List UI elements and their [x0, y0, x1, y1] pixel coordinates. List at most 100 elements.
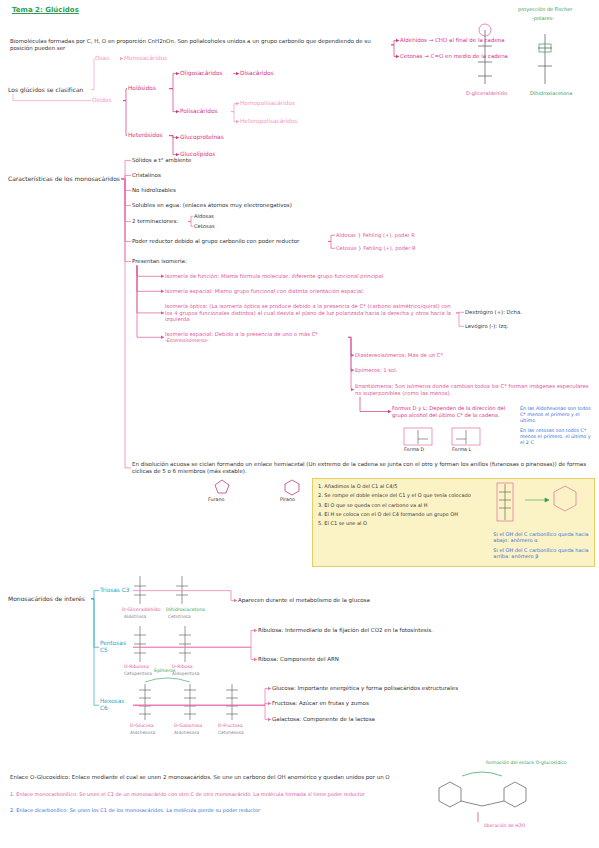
concept-node: Heterósidos	[128, 132, 168, 139]
concept-node: Homopolisacáridos	[240, 100, 310, 107]
node-text: Glucoproteínas	[180, 134, 238, 141]
connector-line	[137, 265, 164, 291]
note-label: Dihidroxiacetona	[166, 607, 212, 613]
connector-line	[328, 235, 335, 241]
sketch-stroke	[418, 439, 428, 440]
connector-line	[121, 179, 131, 191]
concept-node: Ribosa: Componente del ARN	[258, 656, 458, 663]
note-label: Aldohexosa	[174, 730, 214, 736]
connector	[391, 45, 399, 58]
concept-node: Isomería óptica: (La isomería óptica se …	[165, 303, 455, 323]
sketch-stroke	[452, 428, 480, 445]
connector	[121, 179, 131, 468]
node-text: Isomería espacial: Mismo grupo funcional…	[165, 288, 465, 295]
anomer-column: Si el OH del C carbonílico queda hacia a…	[493, 483, 589, 562]
note-label: Furano	[208, 497, 238, 503]
note-label: proyección de Fischer	[518, 6, 598, 12]
connector-line	[133, 688, 271, 705]
concept-node: Poder reductor debido al grupo carbonilo…	[132, 238, 327, 245]
node-text: Ribulosa: Intermediario de la fijación d…	[258, 627, 508, 634]
arrow-head	[254, 658, 257, 661]
connector	[91, 591, 99, 599]
note-label: D-Glucosa	[130, 723, 170, 729]
note-label: Aldohexosa	[130, 730, 170, 736]
connector-line	[133, 630, 257, 647]
arrow-head	[234, 599, 237, 602]
connector	[121, 179, 131, 206]
note-label: D-Ribosa	[172, 664, 212, 670]
concept-node: Glucosa: Importante energética y forma p…	[272, 685, 562, 692]
connector-line	[188, 221, 193, 226]
connector	[133, 702, 271, 705]
node-text: Ribosa: Componente del ARN	[258, 656, 458, 663]
concept-node: Galactosa: Componente de la lactosa	[272, 716, 472, 723]
note-label: 1. Enlace monocarbonílico: Se unen el C1…	[10, 791, 420, 797]
concept-node: Enantiómeros: Son isómeros donde cambian…	[355, 383, 590, 396]
anomer-note: Si el OH del C carbonílico queda hacia a…	[493, 531, 589, 544]
arrow-head	[161, 311, 164, 314]
sketch-stroke	[285, 480, 299, 495]
connector	[169, 89, 179, 114]
note-label: Forma D	[404, 447, 434, 453]
node-text: Biomoléculas formadas por C, H, O en pro…	[10, 38, 390, 52]
connector	[169, 72, 179, 89]
connector-line	[456, 312, 464, 314]
connector-line	[456, 313, 464, 326]
connector	[231, 112, 239, 124]
sketch-stroke	[184, 706, 196, 707]
sketch-stroke	[176, 595, 188, 596]
arrow-head	[396, 39, 399, 42]
connector	[121, 179, 131, 191]
step-text: 1. Añadimos la O del C1 al C4/5	[318, 483, 485, 489]
node-text: Características de los monosacáridos	[8, 175, 120, 183]
note-label: D-Gliceraldehído	[122, 607, 167, 613]
concept-node: Glucoproteínas	[180, 134, 238, 141]
page-title: Tema 2: Glúcidos	[12, 6, 79, 14]
note-label: En las cetosas son todos C* menos el pri…	[520, 428, 596, 446]
sketch-stroke	[482, 801, 504, 806]
arrow-head	[176, 136, 179, 139]
connector-line	[231, 112, 239, 122]
node-text: Epímeros: 1 sol.	[355, 367, 555, 374]
arrow-head	[236, 102, 239, 105]
arrow-head	[351, 388, 354, 391]
connector	[348, 337, 354, 372]
note-label: 2. Enlace dicarbonílico: Se unen los C1 …	[10, 807, 420, 813]
connector-line	[133, 705, 271, 719]
node-text: Osas	[95, 55, 119, 62]
arrow-head	[268, 687, 271, 690]
connector-line	[328, 241, 335, 248]
connector-line	[13, 94, 91, 101]
connector-line	[133, 591, 237, 601]
sketch-stroke	[134, 586, 146, 587]
node-text: Heterósidos	[128, 132, 168, 139]
anomer-note: Si el OH del C carbonílico queda hacia a…	[493, 547, 589, 560]
concept-node: Cetonas → C=O en medio de la cadena	[400, 53, 590, 60]
sketch-stroke	[145, 678, 190, 682]
concept-node: Triosas C3	[100, 587, 132, 594]
connector	[328, 235, 335, 241]
connector	[121, 179, 131, 222]
step-text: 2. Se rompe el doble enlace del C1 y el …	[318, 492, 485, 498]
node-text: Cetosas	[194, 223, 234, 230]
connector	[121, 179, 131, 242]
monosaccharide-skeletons	[134, 576, 238, 720]
connector	[231, 102, 239, 112]
connector	[391, 39, 399, 45]
sketch-stroke	[182, 576, 183, 604]
node-text: Aldosas } Fehling (+), poder R	[336, 232, 456, 239]
node-text: Pentosas C5	[100, 640, 132, 654]
connector-line	[137, 265, 164, 337]
node-text: Glucosa: Importante energética y forma p…	[272, 685, 562, 692]
concept-node: Monosacáridos de interés	[8, 595, 90, 603]
sketch-stroke	[538, 48, 552, 49]
note-label: En las Aldohexosas son todos C* menos el…	[520, 406, 596, 424]
note-label: D-Fructosa	[218, 723, 258, 729]
concept-node: Dextrógiro (+): Dcha.	[465, 309, 565, 316]
concept-node: Holósidos	[128, 85, 168, 92]
sketch-stroke	[226, 714, 238, 715]
connector-line	[169, 74, 179, 89]
connector-line	[91, 599, 99, 647]
concept-node: Aldosas } Fehling (+), poder R	[336, 232, 456, 239]
node-text: Aldosas	[194, 213, 234, 220]
